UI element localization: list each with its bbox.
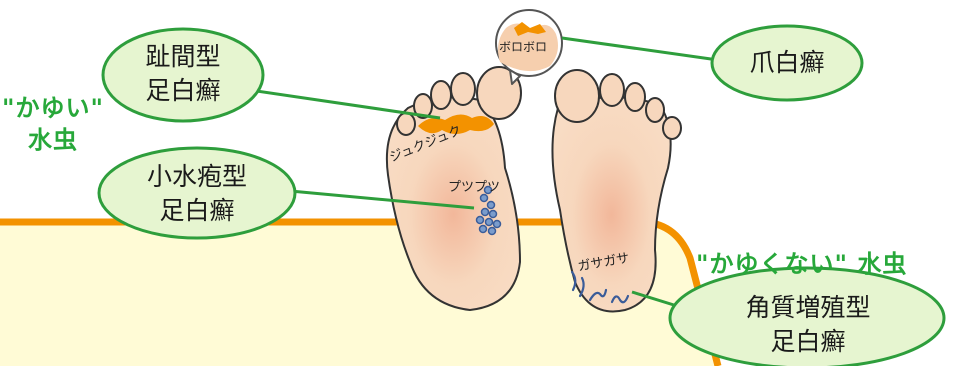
callout-toe-web-line2: 足白癬 — [128, 74, 238, 108]
callout-nail: 爪白癬 — [720, 46, 854, 80]
not-itchy-label: "かゆくない" 水虫 — [696, 244, 907, 279]
putsuputsu-label: プツプツ — [448, 176, 500, 195]
callout-hyperkeratotic-line1: 角質増殖型 — [738, 291, 878, 325]
callout-nail-line1: 爪白癬 — [720, 46, 854, 80]
callout-vesicular-line1: 小水疱型 — [137, 160, 257, 194]
callout-vesicular: 小水疱型 足白癬 — [137, 160, 257, 228]
callout-hyperkeratotic: 角質増殖型 足白癬 — [738, 291, 878, 359]
itchy-label-line2: 水虫 — [28, 120, 78, 155]
callout-toe-web-line1: 趾間型 — [128, 40, 238, 74]
callout-vesicular-line2: 足白癬 — [137, 194, 257, 228]
boroboro-label: ボロボロ — [499, 38, 547, 55]
callout-hyperkeratotic-line2: 足白癬 — [738, 325, 878, 359]
itchy-label-line1: "かゆい" — [2, 88, 104, 123]
callout-toe-web: 趾間型 足白癬 — [128, 40, 238, 108]
